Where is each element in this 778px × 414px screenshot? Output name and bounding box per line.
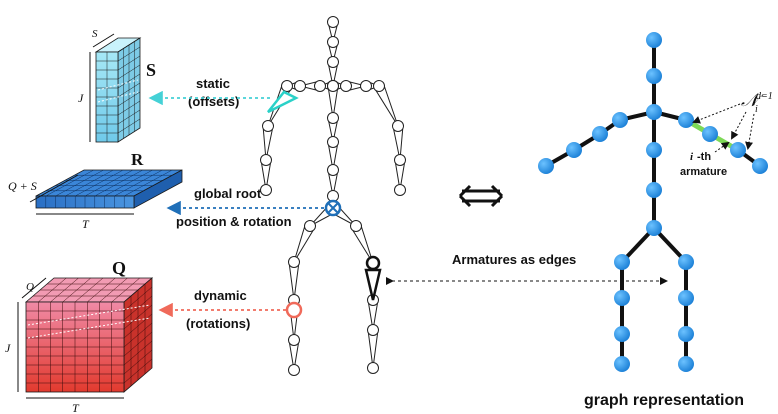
graph-node <box>612 112 628 128</box>
armature-pointer <box>714 141 730 153</box>
dynamic-joint-icon <box>285 301 303 319</box>
root-dim-side: Q + S <box>8 179 37 193</box>
root-joint-icon <box>324 199 342 217</box>
armature-suffix: -th <box>697 151 711 163</box>
graph-node <box>592 126 608 142</box>
graph-node <box>614 290 630 306</box>
dynamic-dim-side: J <box>5 341 11 355</box>
dynamic-dim-top-line <box>21 277 47 299</box>
dynamic-label-1: dynamic <box>194 288 247 303</box>
static-label-1: static <box>196 76 230 91</box>
graph-node <box>678 356 694 372</box>
graph-nodes <box>538 32 768 372</box>
neighbor-arrows <box>692 103 755 150</box>
graph-node <box>646 220 662 236</box>
root-label-1: global root <box>194 186 262 201</box>
neighbor-sub: i <box>755 104 758 115</box>
graph-node <box>646 32 662 48</box>
root-block <box>35 169 183 209</box>
armature-index: i <box>690 151 694 163</box>
dynamic-block <box>24 277 154 393</box>
graph-node <box>646 68 662 84</box>
graph-edges <box>545 40 762 364</box>
static-label-2: (offsets) <box>188 94 239 109</box>
graph-node <box>646 182 662 198</box>
graph-node <box>646 142 662 158</box>
armature-word: armature <box>680 166 727 178</box>
static-dim-top-line <box>92 33 115 48</box>
root-label-2: position & rotation <box>176 214 292 229</box>
static-block <box>94 37 142 143</box>
edges-label: Armatures as edges <box>452 252 576 267</box>
graph-node <box>678 254 694 270</box>
skeleton-figure <box>260 16 406 376</box>
dynamic-label-2: (rotations) <box>186 316 250 331</box>
static-dim-top: S <box>92 28 98 40</box>
graph-node <box>678 326 694 342</box>
graph-node <box>614 326 630 342</box>
graph-node <box>752 158 768 174</box>
graph-node <box>538 158 554 174</box>
graph-node <box>702 126 718 142</box>
graph-node <box>678 112 694 128</box>
armature-highlight-bone <box>364 255 382 301</box>
graph-node <box>678 290 694 306</box>
graph-title: graph representation <box>584 392 744 409</box>
equivalence-icon <box>458 184 504 208</box>
graph-node <box>614 254 630 270</box>
static-dim-side: J <box>78 91 84 105</box>
dynamic-dim-top: Q <box>26 281 34 293</box>
dynamic-dim-bottom: T <box>72 401 80 414</box>
static-highlight-bone <box>267 90 299 114</box>
dynamic-letter: Q <box>112 258 126 278</box>
static-letter: S <box>146 60 156 80</box>
graph-node <box>614 356 630 372</box>
graph-node <box>646 104 662 120</box>
root-dim-bottom: T <box>82 217 90 231</box>
root-dim-side-line <box>29 174 79 203</box>
graph-node <box>566 142 582 158</box>
neighbor-sup: d=1 <box>756 91 773 102</box>
root-letter: R <box>131 150 144 169</box>
graph-node <box>730 142 746 158</box>
